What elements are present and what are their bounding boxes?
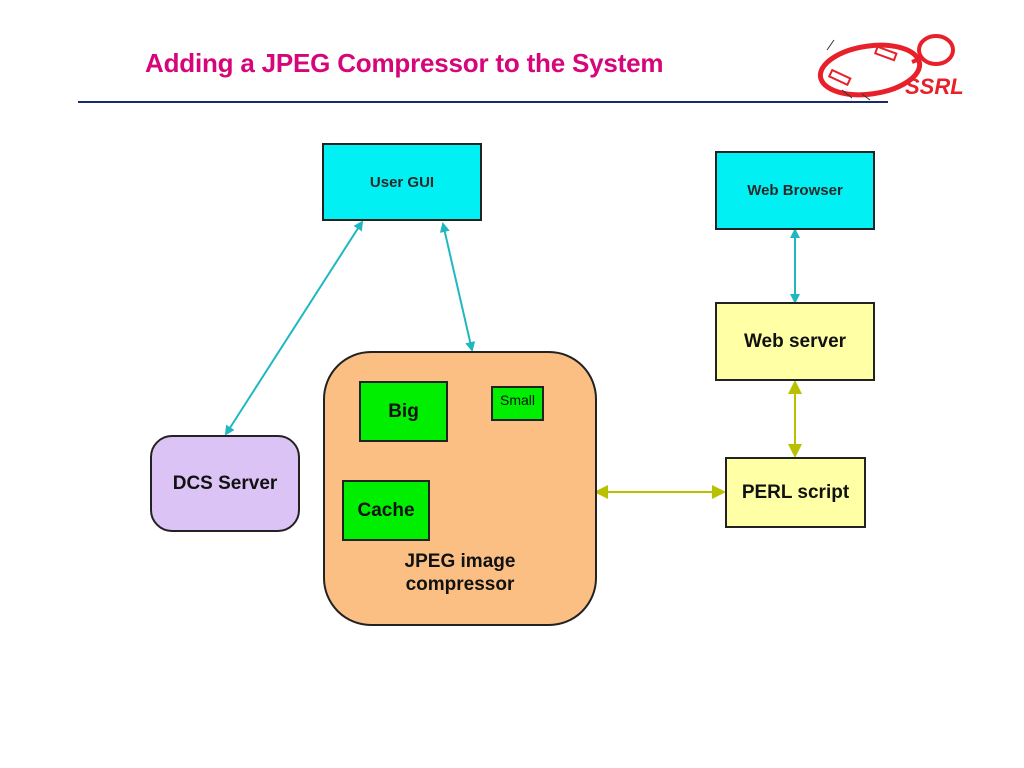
node-label: Web server xyxy=(743,330,847,352)
node-web-browser: Web Browser xyxy=(715,151,875,230)
node-label: PERL script xyxy=(741,481,850,503)
node-dcs-server: DCS Server xyxy=(150,435,300,532)
compressor-label-line1: JPEG image xyxy=(404,551,516,572)
ssrl-logo-icon xyxy=(817,34,955,101)
node-small: Small xyxy=(491,386,544,421)
slide-title: Adding a JPEG Compressor to the System xyxy=(145,48,664,78)
node-perl-script: PERL script xyxy=(725,457,866,528)
compressor-label: JPEG image compressor xyxy=(325,550,595,596)
node-big: Big xyxy=(359,381,448,442)
node-user-gui: User GUI xyxy=(322,143,482,221)
node-web-server: Web server xyxy=(715,302,875,381)
node-cache: Cache xyxy=(342,480,430,541)
title-divider xyxy=(78,101,888,103)
node-label: Web Browser xyxy=(747,182,843,199)
node-label: Cache xyxy=(357,499,415,521)
node-label: Big xyxy=(388,400,419,422)
node-label: Small xyxy=(499,392,535,408)
edge-usergui-compressor xyxy=(439,222,476,352)
compressor-label-line2: compressor xyxy=(405,574,515,595)
ssrl-logo-text: SSRL xyxy=(905,74,964,99)
node-label: DCS Server xyxy=(172,472,278,494)
node-label: User GUI xyxy=(369,173,435,191)
